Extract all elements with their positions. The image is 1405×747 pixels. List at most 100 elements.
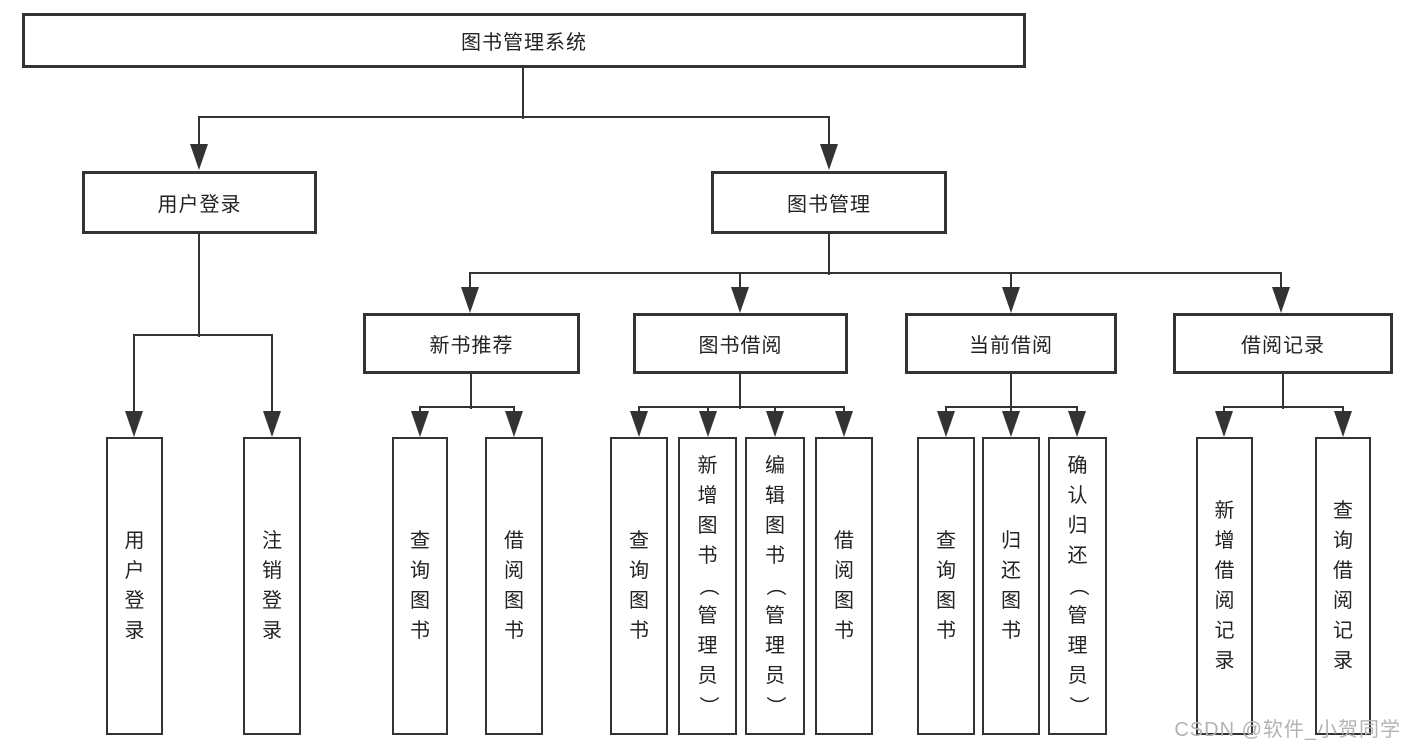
connector-line: [1279, 273, 1283, 290]
connector-line: [1009, 374, 1013, 409]
leaf-label: 确认归还（管理员）: [1067, 451, 1089, 721]
leaf-label: 借阅图书: [504, 526, 524, 646]
vertical-char: 新: [1214, 500, 1235, 522]
connector-line: [270, 335, 274, 414]
connector-line: [521, 68, 525, 119]
arrow-down-icon: [1068, 411, 1086, 437]
vertical-char: 借: [504, 530, 524, 552]
arrow-down-icon: [263, 411, 281, 437]
arrow-down-icon: [190, 144, 208, 170]
vertical-char: 查: [410, 530, 430, 552]
leaf-add-borrow-record: 新增借阅记录: [1196, 437, 1253, 735]
vertical-char: 注: [262, 530, 282, 552]
vertical-char: 书: [936, 620, 956, 642]
node-current-borrow: 当前借阅: [905, 313, 1117, 374]
vertical-char: 登: [262, 590, 282, 612]
connector-line: [1223, 405, 1344, 409]
vertical-char: 图: [504, 590, 524, 612]
vertical-char: 增: [1214, 530, 1235, 552]
connector-line: [197, 117, 201, 146]
vertical-char: 书: [410, 620, 430, 642]
vertical-char: 借: [1214, 560, 1235, 582]
connector-line: [738, 374, 742, 409]
arrow-down-icon: [411, 411, 429, 437]
leaf-label: 归还图书: [1001, 526, 1021, 646]
leaf-borrow-books: 借阅图书: [815, 437, 873, 735]
vertical-char: 阅: [1333, 590, 1353, 612]
connector-line: [637, 407, 641, 414]
vertical-char: 图: [629, 590, 649, 612]
vertical-char: 管: [697, 605, 718, 627]
vertical-char: 销: [262, 560, 282, 582]
leaf-borrow-books-recommend: 借阅图书: [485, 437, 543, 735]
vertical-char: 查: [1333, 500, 1353, 522]
connector-line: [1222, 407, 1226, 414]
vertical-char: 借: [1333, 560, 1353, 582]
connector-line: [706, 407, 710, 414]
connector-line: [197, 234, 201, 337]
leaf-label: 查询图书: [936, 526, 956, 646]
connector-line: [1281, 374, 1285, 409]
vertical-char: 阅: [504, 560, 524, 582]
connector-line: [132, 335, 136, 414]
vertical-char: 员: [765, 665, 785, 687]
leaf-return-book: 归还图书: [982, 437, 1040, 735]
connector-line: [638, 405, 845, 409]
leaf-user-login: 用户登录: [106, 437, 163, 735]
connector-line: [468, 273, 472, 290]
vertical-char: 阅: [834, 560, 854, 582]
vertical-char: 记: [1333, 620, 1353, 642]
arrow-down-icon: [835, 411, 853, 437]
node-library-management-system: 图书管理系统: [22, 13, 1026, 68]
vertical-char: 理: [765, 635, 785, 657]
vertical-char: 书: [834, 620, 854, 642]
connector-line: [773, 407, 777, 414]
vertical-char: 管: [765, 605, 785, 627]
vertical-char: 图: [765, 515, 785, 537]
arrow-down-icon: [630, 411, 648, 437]
vertical-char: 归: [1001, 530, 1021, 552]
leaf-label: 注销登录: [262, 526, 282, 646]
vertical-char: 书: [1001, 620, 1021, 642]
vertical-char: 新: [697, 455, 718, 477]
leaf-label: 查询图书: [629, 526, 649, 646]
arrow-down-icon: [820, 144, 838, 170]
connector-line: [944, 407, 948, 414]
vertical-char: ）: [764, 696, 786, 716]
vertical-char: 辑: [765, 485, 785, 507]
vertical-char: 图: [834, 590, 854, 612]
connector-line: [827, 117, 831, 146]
connector-line: [945, 405, 1078, 409]
arrow-down-icon: [461, 287, 479, 313]
leaf-label: 查询图书: [410, 526, 430, 646]
vertical-char: 还: [1067, 545, 1088, 567]
leaf-label: 借阅图书: [834, 526, 854, 646]
vertical-char: 记: [1214, 620, 1235, 642]
connector-line: [827, 234, 831, 275]
node-new-book-recommend: 新书推荐: [363, 313, 580, 374]
vertical-char: 图: [410, 590, 430, 612]
connector-line: [1341, 407, 1345, 414]
connector-line: [419, 405, 515, 409]
arrow-down-icon: [1272, 287, 1290, 313]
vertical-char: 编: [765, 455, 785, 477]
leaf-query-borrow-record: 查询借阅记录: [1315, 437, 1371, 735]
leaf-query-books-borrow: 查询图书: [610, 437, 668, 735]
leaf-label: 编辑图书（管理员）: [764, 451, 786, 721]
vertical-char: 询: [936, 560, 956, 582]
vertical-char: 理: [697, 635, 718, 657]
vertical-char: 书: [629, 620, 649, 642]
connector-line: [469, 374, 473, 409]
vertical-char: 图: [697, 515, 718, 537]
vertical-char: 图: [936, 590, 956, 612]
node-user-login: 用户登录: [82, 171, 317, 234]
vertical-char: 理: [1067, 635, 1088, 657]
vertical-char: 书: [697, 545, 718, 567]
vertical-char: 询: [410, 560, 430, 582]
leaf-label: 查询借阅记录: [1333, 496, 1353, 676]
vertical-char: （: [696, 576, 719, 596]
connector-line: [738, 273, 742, 290]
vertical-char: 用: [124, 530, 145, 552]
leaf-label: 用户登录: [125, 526, 145, 646]
connector-line: [133, 333, 273, 337]
